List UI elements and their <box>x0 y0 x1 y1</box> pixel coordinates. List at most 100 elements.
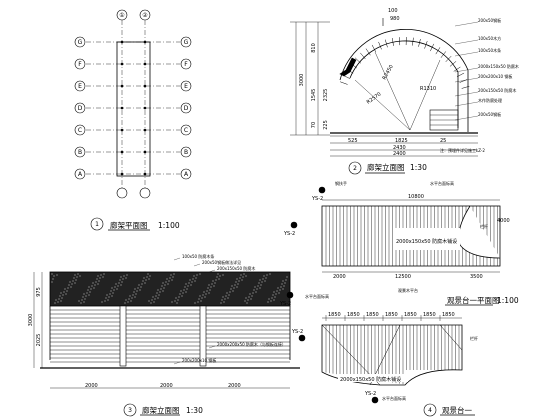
texture-dot <box>259 279 261 281</box>
texture-dot <box>236 286 238 288</box>
texture-dot <box>194 302 196 304</box>
texture-dot <box>211 283 213 285</box>
texture-dot <box>205 293 207 295</box>
texture-dot <box>268 298 270 300</box>
texture-dot <box>239 277 241 279</box>
texture-dot <box>149 275 151 277</box>
texture-dot <box>262 278 264 280</box>
texture-dot <box>115 283 117 285</box>
view-title: 观景台一 <box>442 405 472 415</box>
texture-dot <box>167 283 169 285</box>
texture-dot <box>84 298 86 300</box>
texture-dot <box>259 287 261 289</box>
texture-dot <box>71 283 73 285</box>
dim-top-1: 100 <box>388 8 398 14</box>
rafter <box>412 37 414 46</box>
rafter <box>461 86 470 89</box>
texture-dot <box>87 289 89 291</box>
rafter <box>440 51 447 58</box>
annotation-text: 2000x200x50 防腐木（与钢板连接） <box>217 341 286 347</box>
dim-left-b: 1545 <box>311 89 317 102</box>
texture-dot <box>134 288 136 290</box>
texture-dot <box>61 297 63 299</box>
texture-dot <box>218 278 220 280</box>
annotation-text: 200x50钢板 <box>478 17 501 23</box>
roof-texture <box>51 273 288 304</box>
texture-dot <box>204 296 206 298</box>
texture-dot <box>180 290 182 292</box>
texture-dot <box>221 299 223 301</box>
view-arc-elevation: 100 980 810 3000 1545 2325 70 225 R2570 … <box>290 8 519 175</box>
texture-dot <box>214 282 216 284</box>
view-scale: 1:100 <box>497 296 519 305</box>
texture-dot <box>197 301 199 303</box>
post-mark <box>120 172 124 176</box>
radius-line <box>409 59 441 131</box>
dim-left-c: 2325 <box>323 89 329 102</box>
texture-dot <box>117 285 119 287</box>
texture-dot <box>210 286 212 288</box>
texture-dot <box>155 295 157 297</box>
texture-dot <box>185 291 187 293</box>
rafter <box>430 43 435 52</box>
texture-dot <box>83 301 85 303</box>
annotation-text: 2000x150x50 防腐木 <box>478 63 519 69</box>
texture-dot <box>184 286 186 288</box>
texture-dot <box>99 277 101 279</box>
annotation-text: 200x50钢板做法详见 <box>202 259 241 265</box>
texture-dot <box>246 302 248 304</box>
texture-dot <box>162 282 164 284</box>
marker-dot <box>290 221 298 229</box>
dim-top: 1850 <box>442 312 455 318</box>
texture-dot <box>94 284 96 286</box>
leader-line <box>454 115 479 121</box>
texture-dot <box>113 289 115 291</box>
texture-dot <box>51 281 53 283</box>
annotation-text: 木作防腐处理 <box>478 97 502 103</box>
rafter <box>418 38 421 47</box>
texture-dot <box>125 277 127 279</box>
texture-dot <box>128 298 130 300</box>
texture-dot <box>111 287 113 289</box>
texture-dot <box>199 295 201 297</box>
texture-dot <box>156 292 158 294</box>
texture-dot <box>79 275 81 277</box>
texture-dot <box>142 280 144 282</box>
texture-dot <box>69 281 71 283</box>
texture-dot <box>144 282 146 284</box>
grid-row-label: G <box>184 39 189 46</box>
rafter <box>371 44 377 53</box>
texture-dot <box>233 287 235 289</box>
texture-dot <box>152 296 154 298</box>
texture-dot <box>248 296 250 298</box>
dim-radius: R2570 <box>366 91 383 105</box>
annotation-text: 水平台面标高 <box>430 180 454 186</box>
texture-dot <box>161 285 163 287</box>
leader-line <box>208 269 216 273</box>
texture-dot <box>120 276 122 278</box>
texture-dot <box>107 299 109 301</box>
post-mark <box>143 84 147 88</box>
arc-inner <box>349 40 459 79</box>
annotation-text: 观景木平台 <box>398 287 418 293</box>
texture-dot <box>74 282 76 284</box>
texture-dot <box>135 293 137 295</box>
leader-line <box>454 51 479 57</box>
texture-dot <box>241 279 243 281</box>
texture-dot <box>277 287 279 289</box>
texture-dot <box>274 296 276 298</box>
rafter <box>360 52 366 60</box>
texture-dot <box>213 285 215 287</box>
rafter <box>385 39 388 48</box>
texture-dot <box>178 296 180 298</box>
marker-label: YS-2 <box>311 196 323 202</box>
view-number-bubble <box>348 161 362 175</box>
texture-dot <box>157 297 159 299</box>
leader-line <box>208 345 216 349</box>
texture-dot <box>95 281 97 283</box>
texture-dot <box>203 291 205 293</box>
texture-dot <box>189 279 191 281</box>
